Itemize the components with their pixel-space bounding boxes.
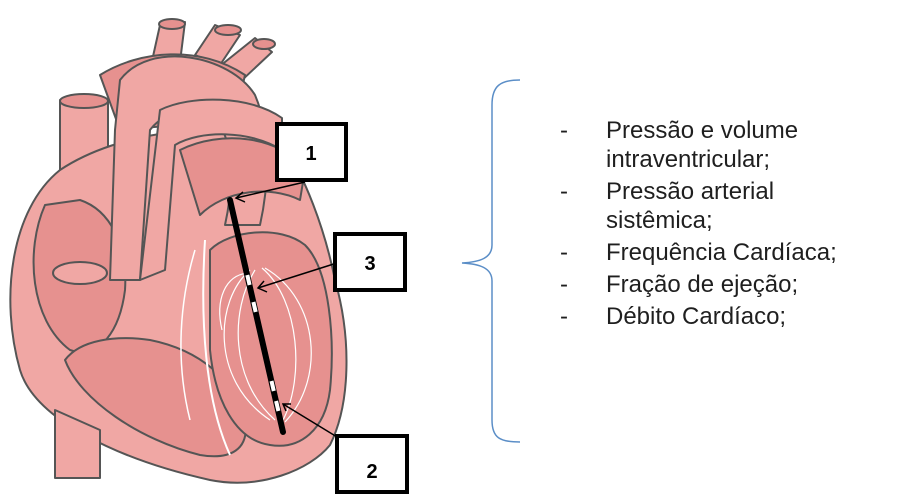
label-box-2-text: 2 — [366, 461, 377, 483]
list-item: - Pressão arterial sistêmica; — [560, 177, 920, 235]
list-item: - Fração de ejeção; — [560, 270, 920, 299]
list-item: - Frequência Cardíaca; — [560, 238, 920, 267]
label-box-1-text: 1 — [305, 143, 316, 165]
curly-brace — [462, 80, 520, 442]
bullet-dash: - — [560, 238, 606, 267]
parameter-text: Pressão e volume intraventricular; — [606, 116, 856, 174]
label-box-1: 1 — [277, 124, 346, 180]
label-box-2: 2 — [337, 436, 407, 492]
heart-illustration — [10, 19, 346, 483]
list-item: - Débito Cardíaco; — [560, 302, 920, 331]
parameter-text: Fração de ejeção; — [606, 270, 798, 299]
parameter-list: - Pressão e volume intraventricular; - P… — [560, 116, 920, 331]
label-box-3: 3 — [335, 234, 405, 290]
bullet-dash: - — [560, 270, 606, 299]
bullet-dash: - — [560, 177, 606, 235]
bullet-dash: - — [560, 116, 606, 174]
list-item: - Pressão e volume intraventricular; — [560, 116, 920, 174]
bullet-dash: - — [560, 302, 606, 331]
parameter-text: Débito Cardíaco; — [606, 302, 786, 331]
parameter-text: Frequência Cardíaca; — [606, 238, 837, 267]
parameter-text: Pressão arterial sistêmica; — [606, 177, 856, 235]
label-box-3-text: 3 — [364, 253, 375, 275]
